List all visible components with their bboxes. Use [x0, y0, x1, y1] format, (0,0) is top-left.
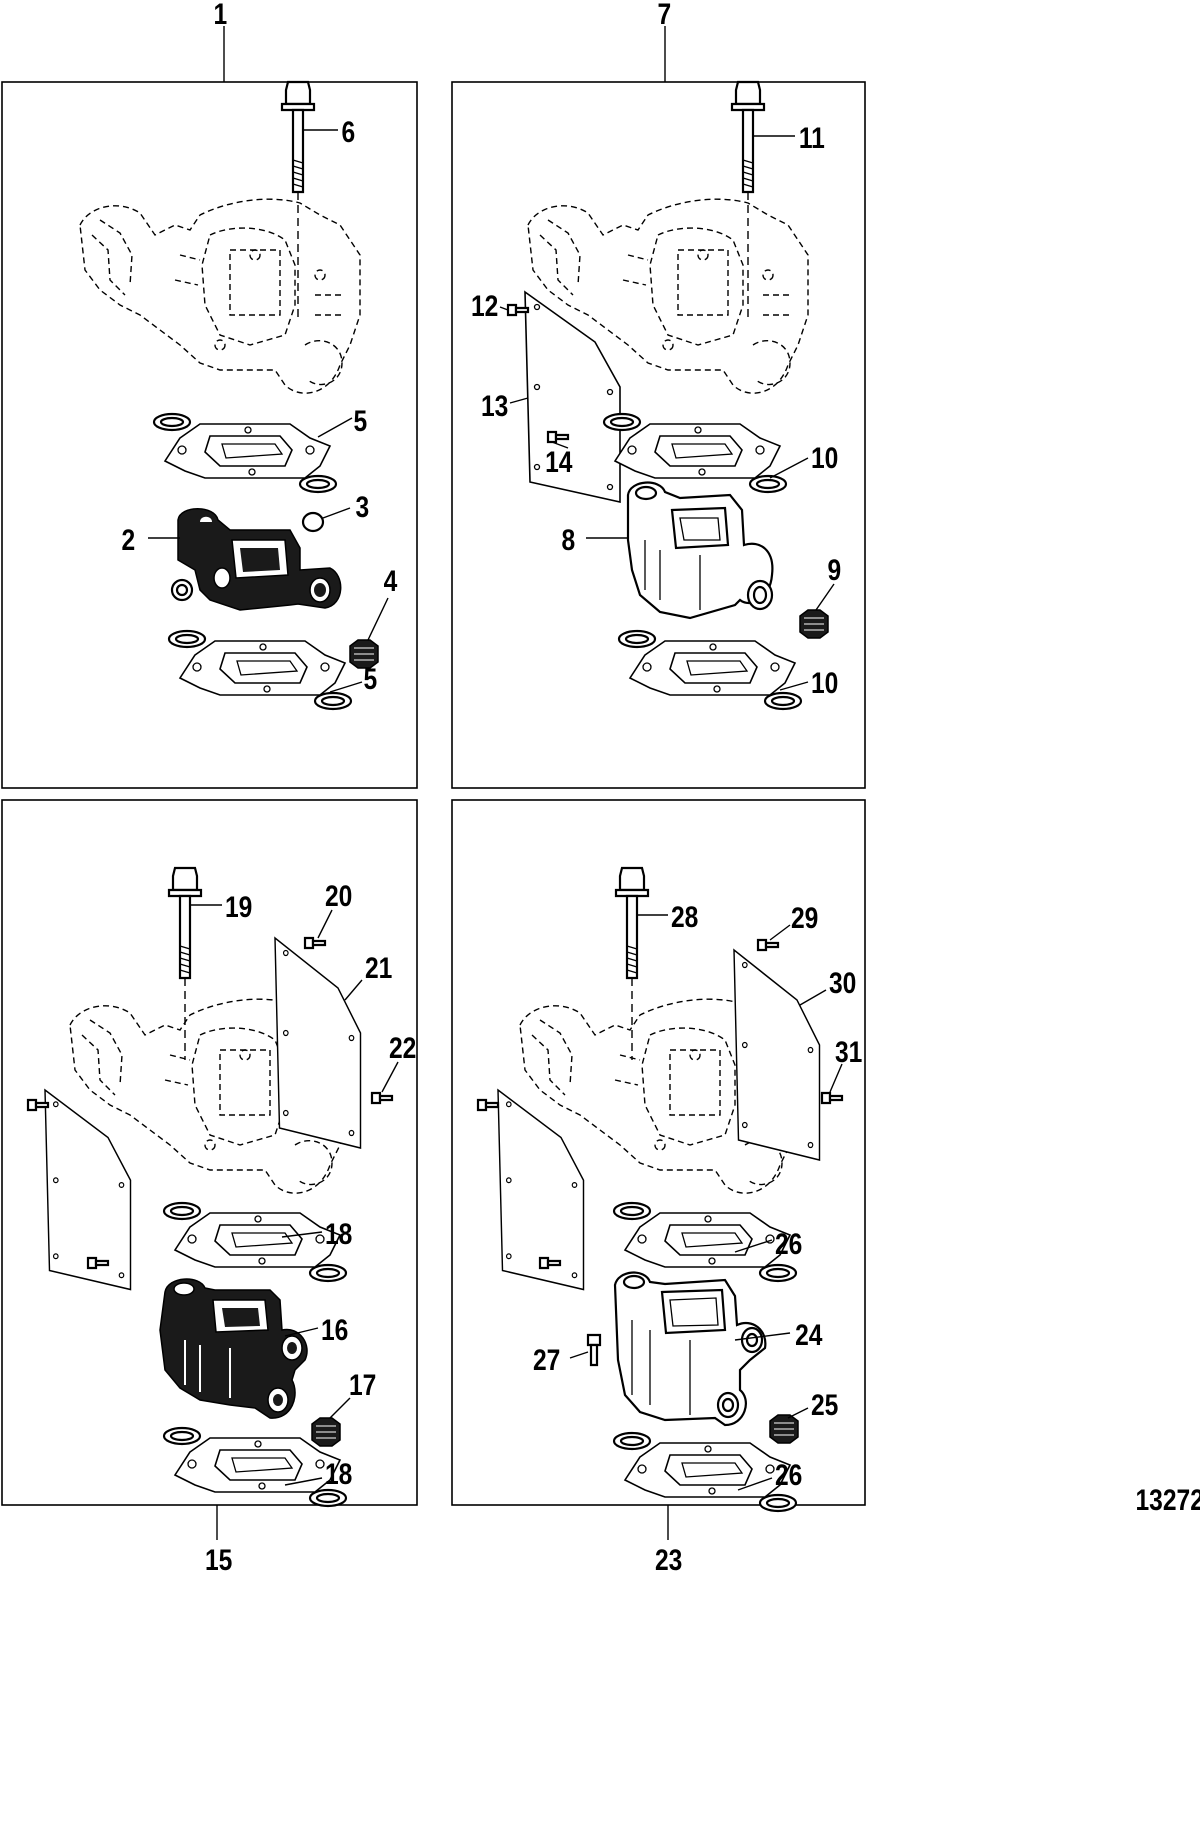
diagram-id: 13272	[1136, 1483, 1200, 1517]
callout-5: 5	[354, 404, 368, 438]
callout-6: 6	[342, 115, 356, 149]
riser-part-8	[626, 481, 774, 620]
callout-14: 14	[545, 445, 573, 479]
callout-23: 23	[655, 1543, 682, 1577]
callout-1: 1	[214, 0, 228, 31]
callout-13: 13	[481, 389, 508, 423]
callout-3: 3	[356, 490, 370, 524]
callout-29: 29	[791, 901, 818, 935]
callout-17: 17	[349, 1368, 376, 1402]
callout-18: 18	[325, 1217, 352, 1251]
riser-part-2	[170, 508, 342, 611]
callout-21: 21	[365, 951, 392, 985]
riser-part-16	[159, 1278, 308, 1419]
callout-20: 20	[325, 879, 352, 913]
callout-28: 28	[671, 900, 698, 934]
callout-15: 15	[205, 1543, 232, 1577]
callout-31: 31	[835, 1035, 862, 1069]
callout-27: 27	[533, 1343, 560, 1377]
panel-1: 1 6 5 2 3 4 5	[1, 0, 418, 789]
riser-part-24	[613, 1271, 767, 1427]
callout-19: 19	[225, 890, 252, 924]
callout-18-lower: 18	[325, 1457, 352, 1491]
callout-30: 30	[829, 966, 856, 1000]
callout-2: 2	[122, 523, 136, 557]
callout-26-lower: 26	[775, 1458, 802, 1492]
callout-10-lower: 10	[811, 666, 838, 700]
callout-11: 11	[799, 121, 825, 155]
callout-16: 16	[321, 1313, 348, 1347]
callout-22: 22	[389, 1031, 416, 1065]
panel-15: 15 19 20 21 22 18	[1, 799, 418, 1577]
callout-12: 12	[471, 289, 498, 323]
callout-26: 26	[775, 1227, 802, 1261]
callout-9: 9	[828, 553, 842, 587]
callout-5-lower: 5	[364, 662, 378, 696]
panel-7: 7 11 12 13 14 10 8 9	[451, 0, 866, 789]
callout-24: 24	[795, 1318, 823, 1352]
callout-25: 25	[811, 1388, 838, 1422]
callout-8: 8	[562, 523, 576, 557]
callout-7: 7	[658, 0, 672, 31]
panel-23: 23 28 29 30 31 26	[451, 799, 866, 1577]
callout-4: 4	[384, 564, 398, 598]
callout-10: 10	[811, 441, 838, 475]
